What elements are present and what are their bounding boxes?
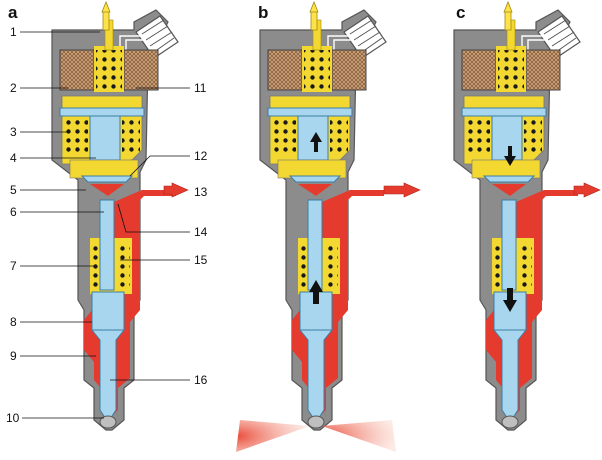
motion-down-arrow-icon <box>503 288 517 312</box>
callout-10: 10 <box>6 411 20 425</box>
callout-15: 15 <box>194 253 208 267</box>
motion-down-arrow-icon <box>504 146 516 166</box>
callout-9: 9 <box>10 349 17 363</box>
motion-up-arrow-icon <box>309 280 323 304</box>
callout-8: 8 <box>10 315 17 329</box>
panel-c: c <box>453 0 601 431</box>
callout-16: 16 <box>194 373 208 387</box>
callout-5: 5 <box>10 183 17 197</box>
fuel-inlet-arrow-icon <box>383 182 421 198</box>
panel-letter-c: c <box>456 3 465 22</box>
injector-c <box>453 9 581 431</box>
flow-up-arrow-icon <box>503 0 513 31</box>
panel-letter-a: a <box>8 3 18 22</box>
callout-13: 13 <box>194 185 208 199</box>
panel-letter-b: b <box>258 3 268 22</box>
panel-b: b <box>236 0 421 452</box>
callout-1: 1 <box>10 25 17 39</box>
injector-a <box>51 9 179 431</box>
fuel-inlet-arrow-icon <box>163 182 189 198</box>
spray-cone-icon <box>322 420 396 452</box>
motion-up-arrow-icon <box>310 132 322 152</box>
callout-2: 2 <box>10 81 17 95</box>
callout-6: 6 <box>10 205 17 219</box>
panel-a: a 1 2 3 4 5 6 7 8 9 10 11 12 13 14 15 16 <box>6 0 208 431</box>
callout-4: 4 <box>10 151 17 165</box>
flow-up-arrow-icon <box>309 0 319 31</box>
flow-up-arrow-icon <box>101 0 111 31</box>
callout-11: 11 <box>194 81 207 95</box>
callout-3: 3 <box>10 125 17 139</box>
callout-7: 7 <box>10 259 17 273</box>
injector-b <box>259 9 387 431</box>
spray-cone-icon <box>236 420 310 452</box>
callout-14: 14 <box>194 225 208 239</box>
callout-12: 12 <box>194 149 208 163</box>
fuel-inlet-arrow-icon <box>573 182 601 198</box>
